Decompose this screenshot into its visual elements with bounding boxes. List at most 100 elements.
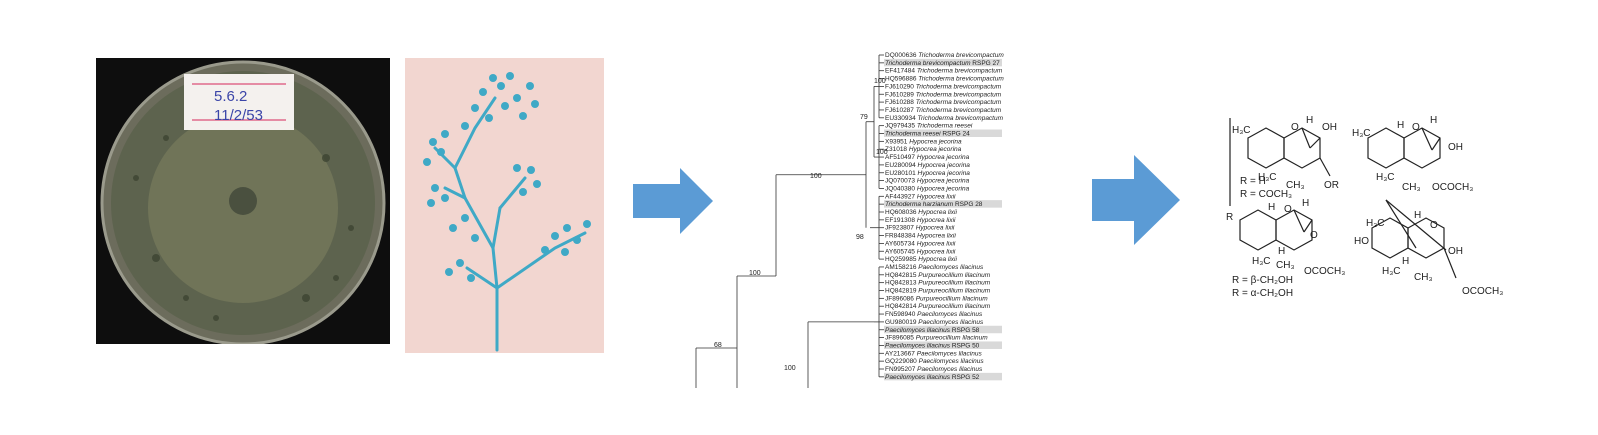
taxon-label: AF510497 Hypocrea jecorina [885,154,970,161]
bootstrap-label: 100 [810,173,822,180]
r-definition: R = COCH₃ [1240,189,1292,200]
label-r: R [1226,212,1233,223]
label-h: H [1430,115,1437,126]
taxon-label: HQ608036 Hypocrea lixii [885,209,957,216]
label-h3c: H₃C [1352,128,1371,139]
label-ch3: CH₃ [1286,180,1305,191]
right-arrow-icon [633,168,713,234]
taxon-label: Paecilomyces lilacinus RSPG 52 [885,374,980,381]
bootstrap-label: 79 [860,114,868,121]
petri-label-line1: 5.6.2 [214,88,247,105]
label-h: H [1268,202,1275,213]
taxon-label: Paecilomyces lilacinus RSPG 50 [885,342,980,349]
taxon-highlight [884,58,1002,67]
taxon-label: HQ596886 Trichoderma brevicompactum [885,76,1004,83]
taxon-label: X93951 Hypocrea jecorina [885,138,962,145]
taxon-highlight [884,325,1002,334]
taxon-label: HQ842813 Purpureocillium lilacinum [885,280,991,287]
taxon-label: Trichoderma brevicompactum RSPG 27 [885,60,1000,67]
structure-4: H₃C HO H O OH H₃C H CH₃ OCOCH₃ [1354,199,1503,297]
phylogenetic-tree: DQ000636 Trichoderma brevicompactumTrich… [695,52,1004,388]
taxon-label: AF443927 Hypocrea lixii [885,193,956,200]
taxon-label: Trichoderma harzianum RSPG 28 [885,201,983,208]
label-ch3: CH₃ [1276,260,1295,271]
label-oh: OH [1448,246,1463,257]
taxon-label: FN995207 Paecilomyces lilacinus [885,366,983,373]
bootstrap-label: 68 [714,342,722,349]
label-h3c: H₃C [1382,266,1401,277]
taxon-label: Trichoderma reesei RSPG 24 [885,131,970,138]
taxon-label: AY605745 Hypocrea lixii [885,248,956,255]
taxon-label: GU980019 Paecilomyces lilacinus [885,319,984,326]
label-ococh3: OCOCH₃ [1432,182,1473,193]
taxon-label: AM158216 Paecilomyces lilacinus [885,264,984,271]
taxon-label: AY213667 Paecilomyces lilacinus [885,350,982,357]
taxon-label: FR848384 Hypocrea lixii [885,233,956,240]
taxon-label: EU280101 Hypocrea jecorina [885,170,970,177]
taxon-label: Z31018 Hypocrea jecorina [885,146,962,153]
taxon-label: JF923807 Hypocrea lixii [885,225,955,232]
taxon-label: FJ610288 Trichoderma brevicompactum [885,99,1002,106]
label-ococh3: OCOCH₃ [1304,266,1345,277]
micrograph-photo [405,58,604,353]
r-definition: R = α-CH₂OH [1232,288,1293,299]
taxon-label: FJ610289 Trichoderma brevicompactum [885,91,1002,98]
taxon-label: Paecilomyces lilacinus RSPG 58 [885,327,980,334]
petri-label-line2: 11/2/53 [214,107,263,124]
bootstrap-label: 100 [749,270,761,277]
r-definition: R = β-CH₂OH [1232,275,1293,286]
label-ch3: CH₃ [1414,272,1433,283]
taxon-label: DQ000636 Trichoderma brevicompactum [885,52,1004,59]
bootstrap-label: 100 [874,78,886,85]
label-h: H [1278,246,1285,257]
label-h: H [1306,115,1313,126]
taxon-label: EF417484 Trichoderma brevicompactum [885,68,1003,75]
label-h3c: H₃C [1252,256,1271,267]
taxon-highlight [884,341,1002,349]
bootstrap-label: 100 [784,365,796,372]
taxon-label: HQ842819 Purpureocillium lilacinum [885,288,991,295]
chemical-structures: H₃C O H OH H₃C CH₃ OR R = H R = COCH₃ H₃… [1226,115,1503,299]
structure-2: H₃C H O H OH H₃C CH₃ OCOCH₃ [1352,115,1473,193]
label-o: O [1284,204,1292,215]
taxon-label: HQ259985 Hypocrea lixii [885,256,957,263]
taxon-label: FN598940 Paecilomyces lilacinus [885,311,983,318]
taxon-highlight [884,372,1002,381]
taxon-highlight [884,129,1002,137]
label-h: H [1302,198,1309,209]
taxon-label: FJ610290 Trichoderma brevicompactum [885,83,1002,90]
label-oh: OH [1448,142,1463,153]
r-definition: R = H [1240,176,1266,187]
right-arrow-icon [1092,155,1180,245]
taxon-label: FJ610287 Trichoderma brevicompactum [885,107,1002,114]
taxon-label: AY605734 Hypocrea lixii [885,240,956,247]
taxon-label: HQ842815 Purpureocillium lilacinum [885,272,991,279]
taxon-label: EU330934 Trichoderma brevicompactum [885,115,1004,122]
bootstrap-label: 100 [876,149,888,156]
taxon-label: JQ070073 Hypocrea jecorina [885,178,970,185]
label-o: O [1412,122,1420,133]
label-o: O [1310,230,1318,241]
label-ococh3: OCOCH₃ [1462,286,1503,297]
taxon-label: JQ979435 Trichoderma reesei [885,123,973,130]
structure-1: H₃C O H OH H₃C CH₃ OR R = H R = COCH₃ [1229,115,1339,206]
petri-dish-photo: 5.6.2 11/2/53 [96,58,390,344]
taxon-label: JF896085 Purpureocillium lilacinum [885,335,988,342]
structure-3: R H O H O H₃C H CH₃ OCOCH₃ R = β-CH₂OH R… [1226,198,1345,299]
label-h3c: H₃C [1366,218,1385,229]
label-h3c: H₃C [1376,172,1395,183]
bootstrap-label: 98 [856,234,864,241]
taxon-label: JQ040380 Hypocrea jecorina [885,185,970,192]
taxon-label: EF191308 Hypocrea lixii [885,217,956,224]
taxon-label: GQ229080 Paecilomyces lilacinus [885,358,984,365]
label-h3c: H₃C [1232,125,1251,136]
label-h3c: H₃C [1258,172,1277,183]
label-oh: OH [1322,122,1337,133]
label-o: O [1291,122,1299,133]
label-h: H [1402,256,1409,267]
label-or: OR [1324,180,1339,191]
taxon-label: HQ842814 Purpureocillium lilacinum [885,303,991,310]
taxon-label: EU280094 Hypocrea jecorina [885,162,970,169]
label-ch3: CH₃ [1402,182,1421,193]
label-o: O [1430,220,1438,231]
